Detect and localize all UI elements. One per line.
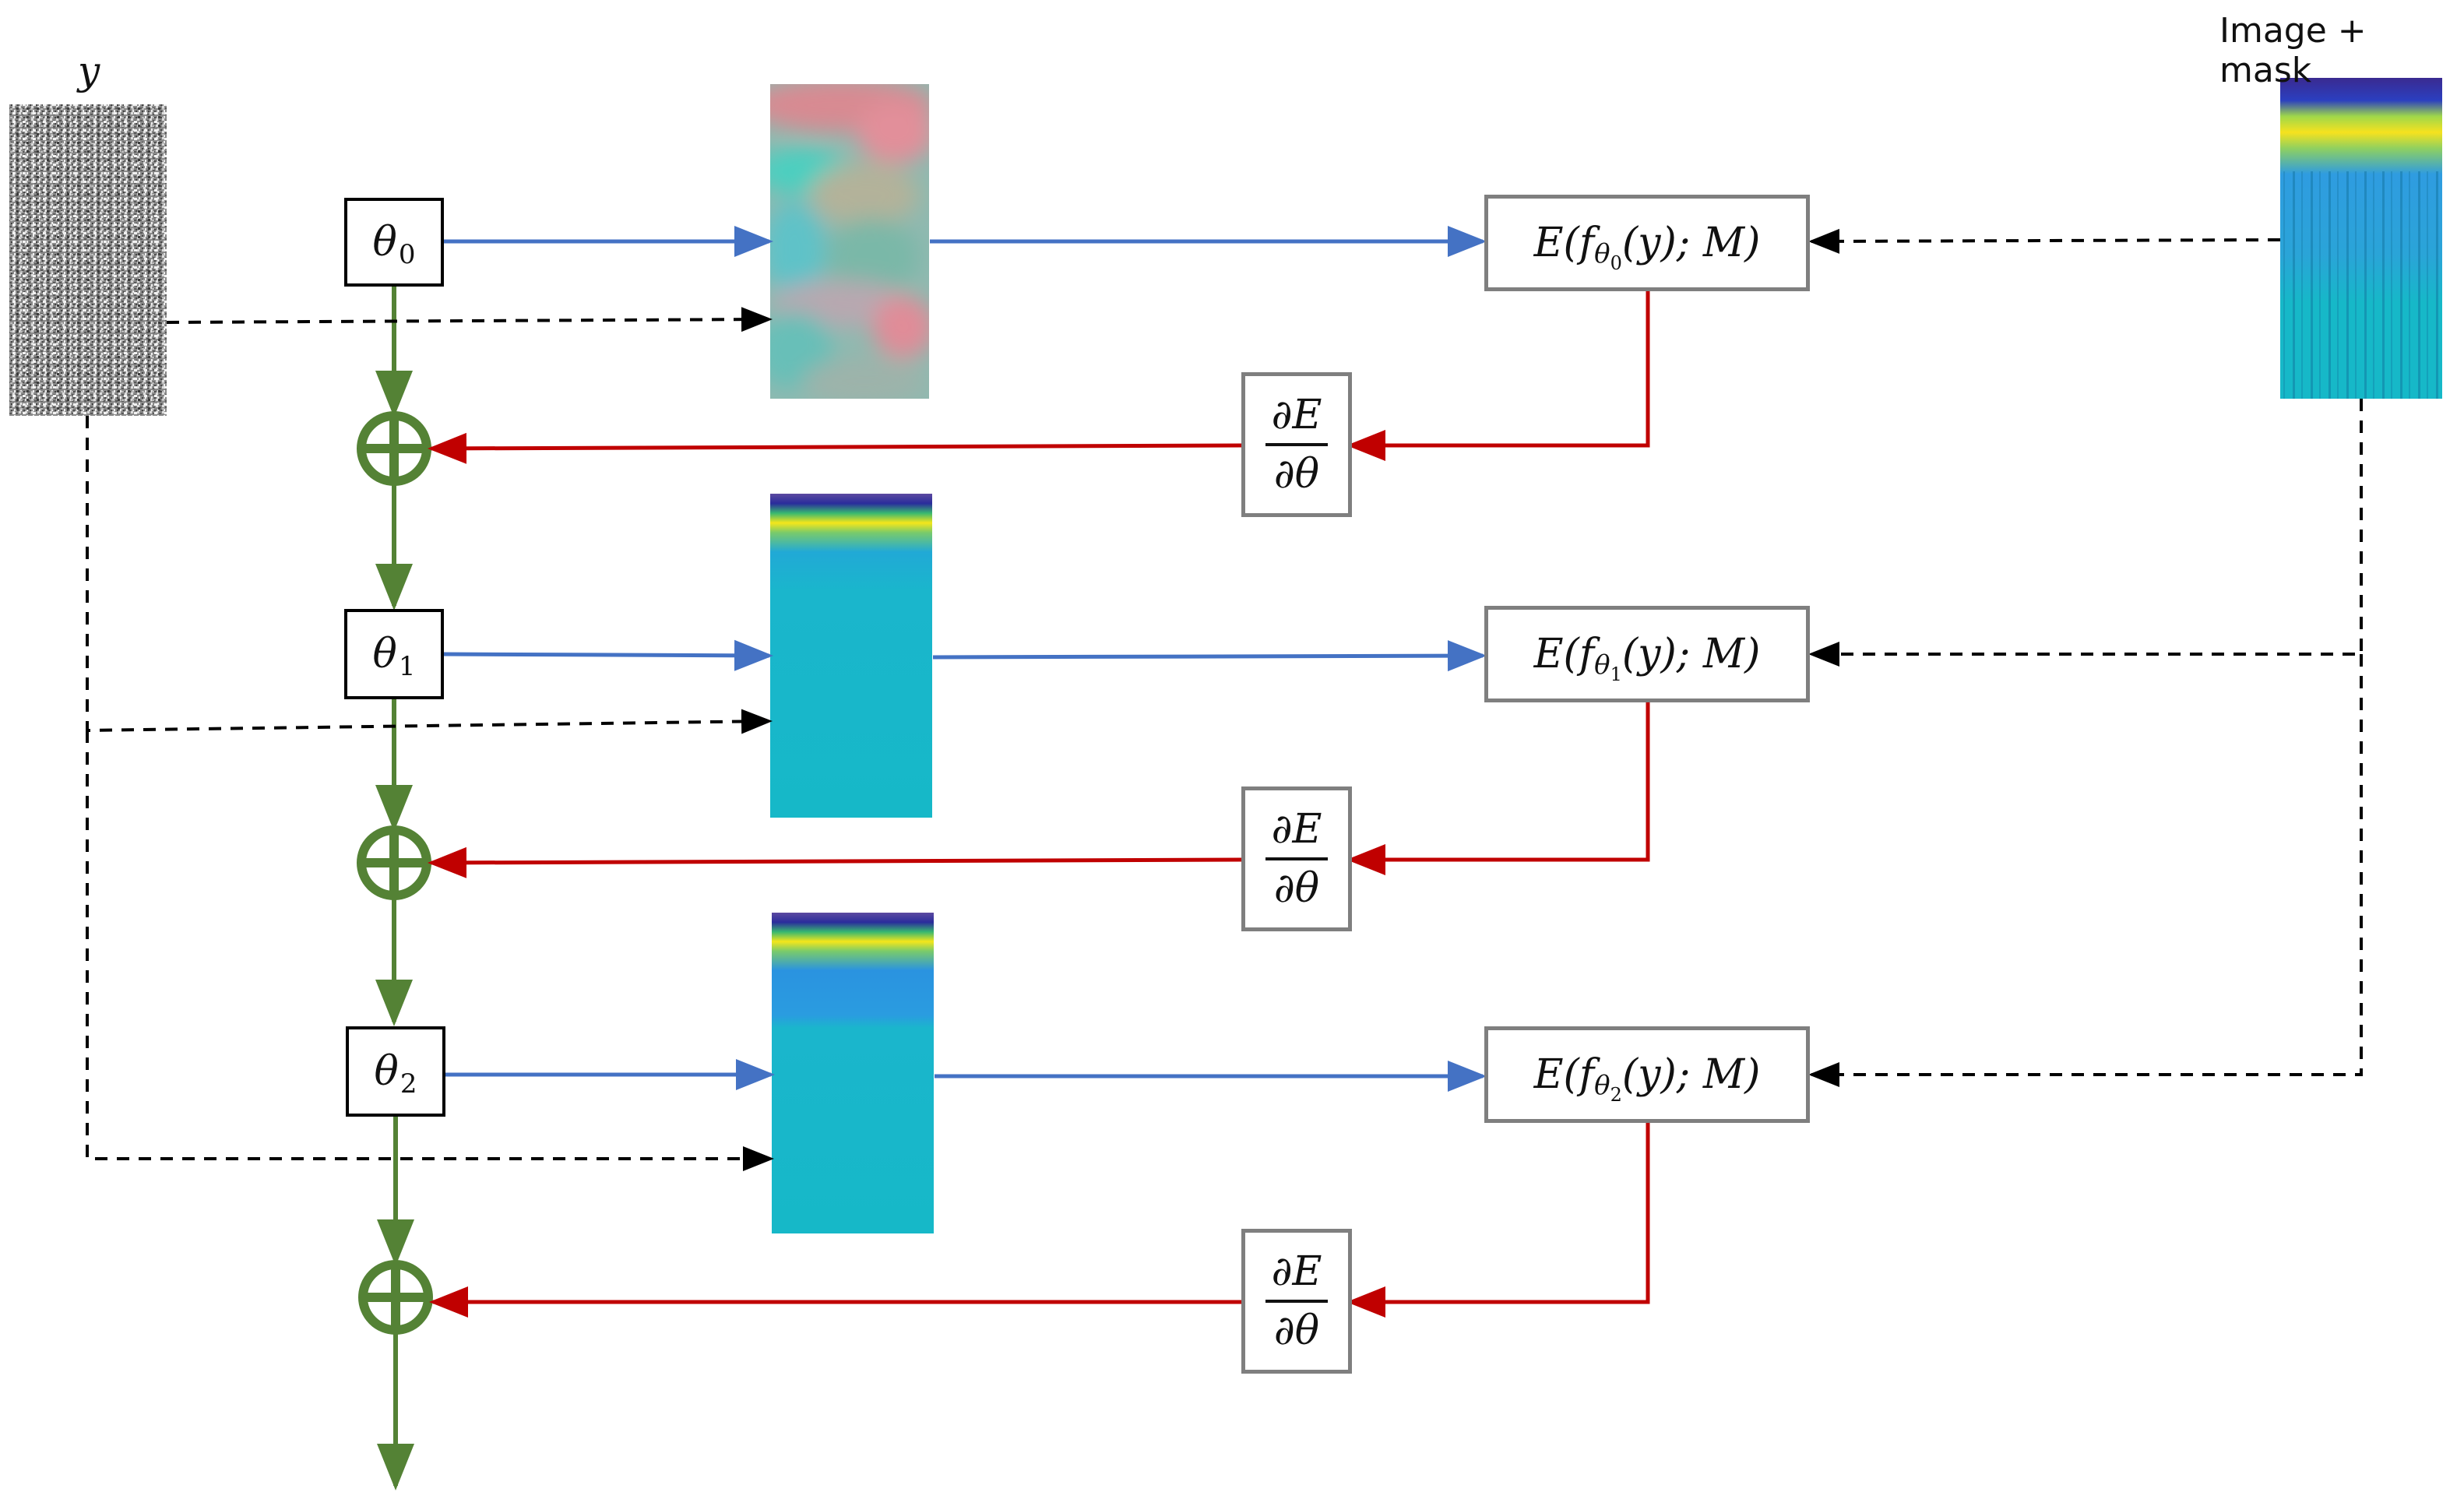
energy-f: f	[1579, 1051, 1595, 1098]
output-image-0	[770, 84, 929, 399]
dashed-arrows	[86, 228, 2363, 1171]
energy-theta: θ	[1594, 1070, 1610, 1101]
gradient-arrows	[428, 288, 1650, 1318]
update-path	[375, 287, 414, 1490]
forward-arrows	[440, 226, 1487, 1092]
fraction-bar	[1265, 443, 1328, 446]
gradient-numerator: ∂E	[1271, 806, 1322, 853]
energy-f: f	[1579, 631, 1595, 677]
target-image-mask	[2280, 78, 2442, 399]
energy-theta: θ	[1594, 238, 1610, 269]
energy-prefix: E(	[1533, 220, 1579, 266]
energy-tail: (y); M)	[1621, 1051, 1761, 1098]
sum-node-2	[358, 1260, 433, 1335]
energy-prefix: E(	[1533, 1051, 1579, 1098]
sum-node-0	[357, 411, 431, 486]
gradient-box-1: ∂E ∂θ	[1241, 786, 1352, 931]
energy-index: 1	[1610, 663, 1622, 685]
theta-subscript: 1	[398, 651, 416, 682]
gradient-denominator: ∂θ	[1273, 1307, 1320, 1354]
energy-f: f	[1579, 220, 1595, 266]
noise-input-image	[9, 104, 167, 416]
theta-symbol: θ	[372, 219, 397, 266]
energy-theta: θ	[1594, 649, 1610, 681]
noise-input-label: y	[78, 48, 100, 93]
fraction-bar	[1265, 857, 1328, 860]
gradient-numerator: ∂E	[1271, 392, 1322, 438]
gradient-denominator: ∂θ	[1273, 451, 1320, 498]
energy-tail: (y); M)	[1621, 220, 1761, 266]
gradient-box-2: ∂E ∂θ	[1241, 1229, 1352, 1374]
output-image-2	[772, 913, 934, 1233]
energy-tail: (y); M)	[1621, 631, 1761, 677]
theta-subscript: 2	[400, 1068, 417, 1100]
energy-prefix: E(	[1533, 631, 1579, 677]
gradient-numerator: ∂E	[1271, 1248, 1322, 1295]
theta-symbol: θ	[372, 631, 397, 677]
energy-index: 2	[1610, 1084, 1622, 1106]
output-image-1	[770, 494, 932, 818]
theta-subscript: 0	[398, 239, 416, 270]
sum-node-1	[357, 825, 431, 900]
theta-symbol: θ	[374, 1048, 399, 1095]
image-mask-label: Image + mask	[2219, 11, 2367, 90]
gradient-box-0: ∂E ∂θ	[1241, 372, 1352, 517]
energy-index: 0	[1610, 252, 1622, 274]
gradient-denominator: ∂θ	[1273, 865, 1320, 912]
fraction-bar	[1265, 1300, 1328, 1303]
